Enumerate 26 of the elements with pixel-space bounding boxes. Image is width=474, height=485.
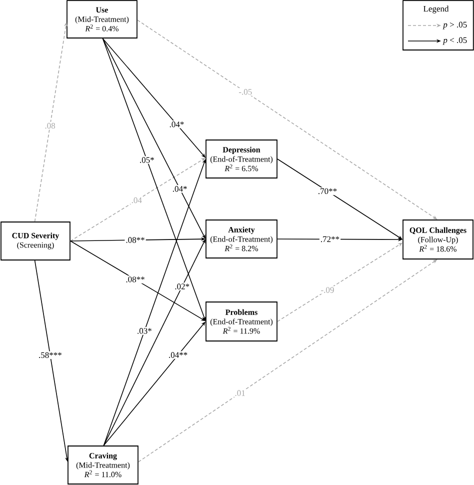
variable-box: CUD Severity (Screening) [0,222,70,260]
coefficient-label: .08** [124,236,146,244]
coefficient-label: .04 [130,196,143,204]
coefficient-label: -.05 [238,88,254,96]
coefficient-label: .01 [234,389,246,397]
coefficient-label: .08 [44,122,56,130]
coefficient-label: .04* [168,120,186,128]
variable-box: Anxiety (End-of-Treatment) R$^{2}$ = 8.2% [206,220,278,258]
coefficient-label: -.09 [320,286,336,294]
variable-box: QOL Challenges (Follow-Up) R$^{2}$ = 18.6% [402,220,474,260]
legend-title: Legend [424,6,449,14]
variable-box: Craving (Mid-Treatment) R$^{2}$ = 11.0% [68,446,138,484]
legend-label: p > .05 [442,22,467,30]
coefficient-label: .03* [136,327,153,335]
variable-box: Use (Mid-Treatment) R$^{2}$ = 0.4% [66,0,138,38]
coefficient-label: .08** [124,276,146,284]
coefficient-label: .02* [174,282,191,290]
variable-box: Depression (End-of-Treatment) R$^{2}$ = 6.5% [206,140,278,178]
coefficient-label: .58*** [38,351,63,360]
coefficient-label: .70** [316,187,338,196]
coefficient-label: .04* [171,184,188,193]
coefficient-label: .05* [138,156,156,164]
coefficient-label: .72** [319,235,341,244]
coefficient-label: .04** [167,351,189,359]
variable-box: Problems (End-of-Treatment) R$^{2}$ = 11.9% [206,302,278,342]
legend-label: p < .05 [442,37,467,45]
